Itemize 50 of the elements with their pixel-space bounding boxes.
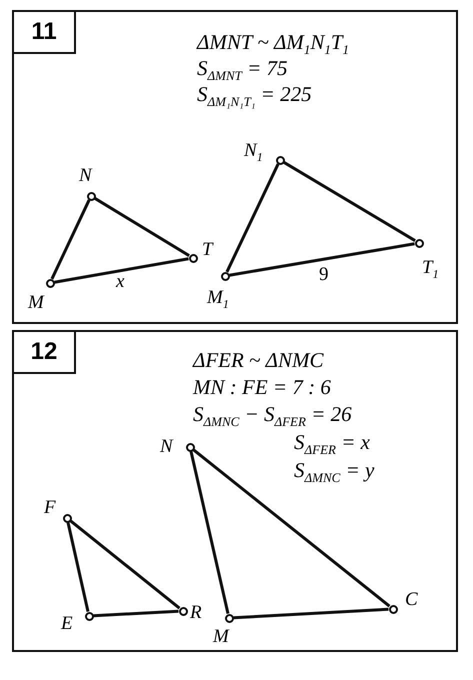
triangle-side — [94, 197, 190, 257]
vertex-label: M — [28, 293, 44, 312]
formula-text: S$_{ΔMNT}$ = 75 — [197, 58, 288, 82]
vertex-point — [224, 614, 234, 622]
vertex-point — [186, 442, 194, 452]
vertex-label: M — [213, 627, 229, 646]
triangle-side — [93, 610, 179, 618]
triangle-side — [66, 522, 90, 612]
formula-text: ΔFER ~ ΔNMC — [193, 350, 324, 371]
vertex-label: T — [202, 240, 213, 259]
side-length-label: x — [116, 272, 124, 291]
vertex-label: R — [190, 603, 202, 622]
vertex-point — [86, 192, 96, 200]
formula-text: MN : FE = 7 : 6 — [193, 377, 331, 398]
vertex-label: N — [79, 166, 92, 185]
triangle-side — [192, 448, 390, 608]
problem-number: 11 — [12, 10, 76, 54]
vertex-point — [220, 272, 230, 280]
vertex-point — [276, 156, 284, 164]
vertex-point — [178, 606, 188, 616]
triangle-side — [50, 199, 90, 280]
formula-text: S$_{ΔFER}$ = x — [294, 432, 370, 456]
problem-panel — [12, 10, 458, 324]
vertex-point — [388, 604, 398, 614]
vertex-label: F — [44, 498, 56, 517]
formula-text: ΔMNT ~ ΔM$_{1}$N$_{1}$T$_{1}$ — [197, 32, 350, 56]
side-length-label: 9 — [319, 265, 328, 284]
triangle-side — [226, 163, 280, 273]
formula-text: S$_{ΔM₁N₁T₁}$ = 225 — [197, 84, 312, 108]
vertex-point — [62, 514, 72, 522]
triangle-side — [229, 242, 415, 277]
triangle-side — [233, 608, 389, 620]
vertex-label: N$_{1}$ — [244, 141, 263, 163]
vertex-point — [84, 612, 94, 620]
vertex-point — [46, 278, 54, 288]
vertex-point — [414, 238, 424, 248]
problem-panel — [12, 330, 458, 652]
vertex-label: N — [160, 437, 173, 456]
triangle-side — [283, 161, 416, 242]
vertex-label: T$_{1}$ — [422, 258, 439, 280]
vertex-point — [188, 254, 198, 262]
vertex-label: C — [405, 590, 418, 609]
triangle-side — [190, 451, 230, 614]
vertex-label: E — [61, 614, 73, 633]
triangle-side — [54, 257, 189, 284]
triangle-side — [70, 520, 180, 610]
vertex-label: M$_{1}$ — [207, 288, 229, 310]
formula-text: S$_{ΔMNC}$ − S$_{ΔFER}$ = 26 — [193, 404, 352, 428]
problem-number: 12 — [12, 330, 76, 374]
formula-text: S$_{ΔMNC}$ = y — [294, 460, 374, 484]
